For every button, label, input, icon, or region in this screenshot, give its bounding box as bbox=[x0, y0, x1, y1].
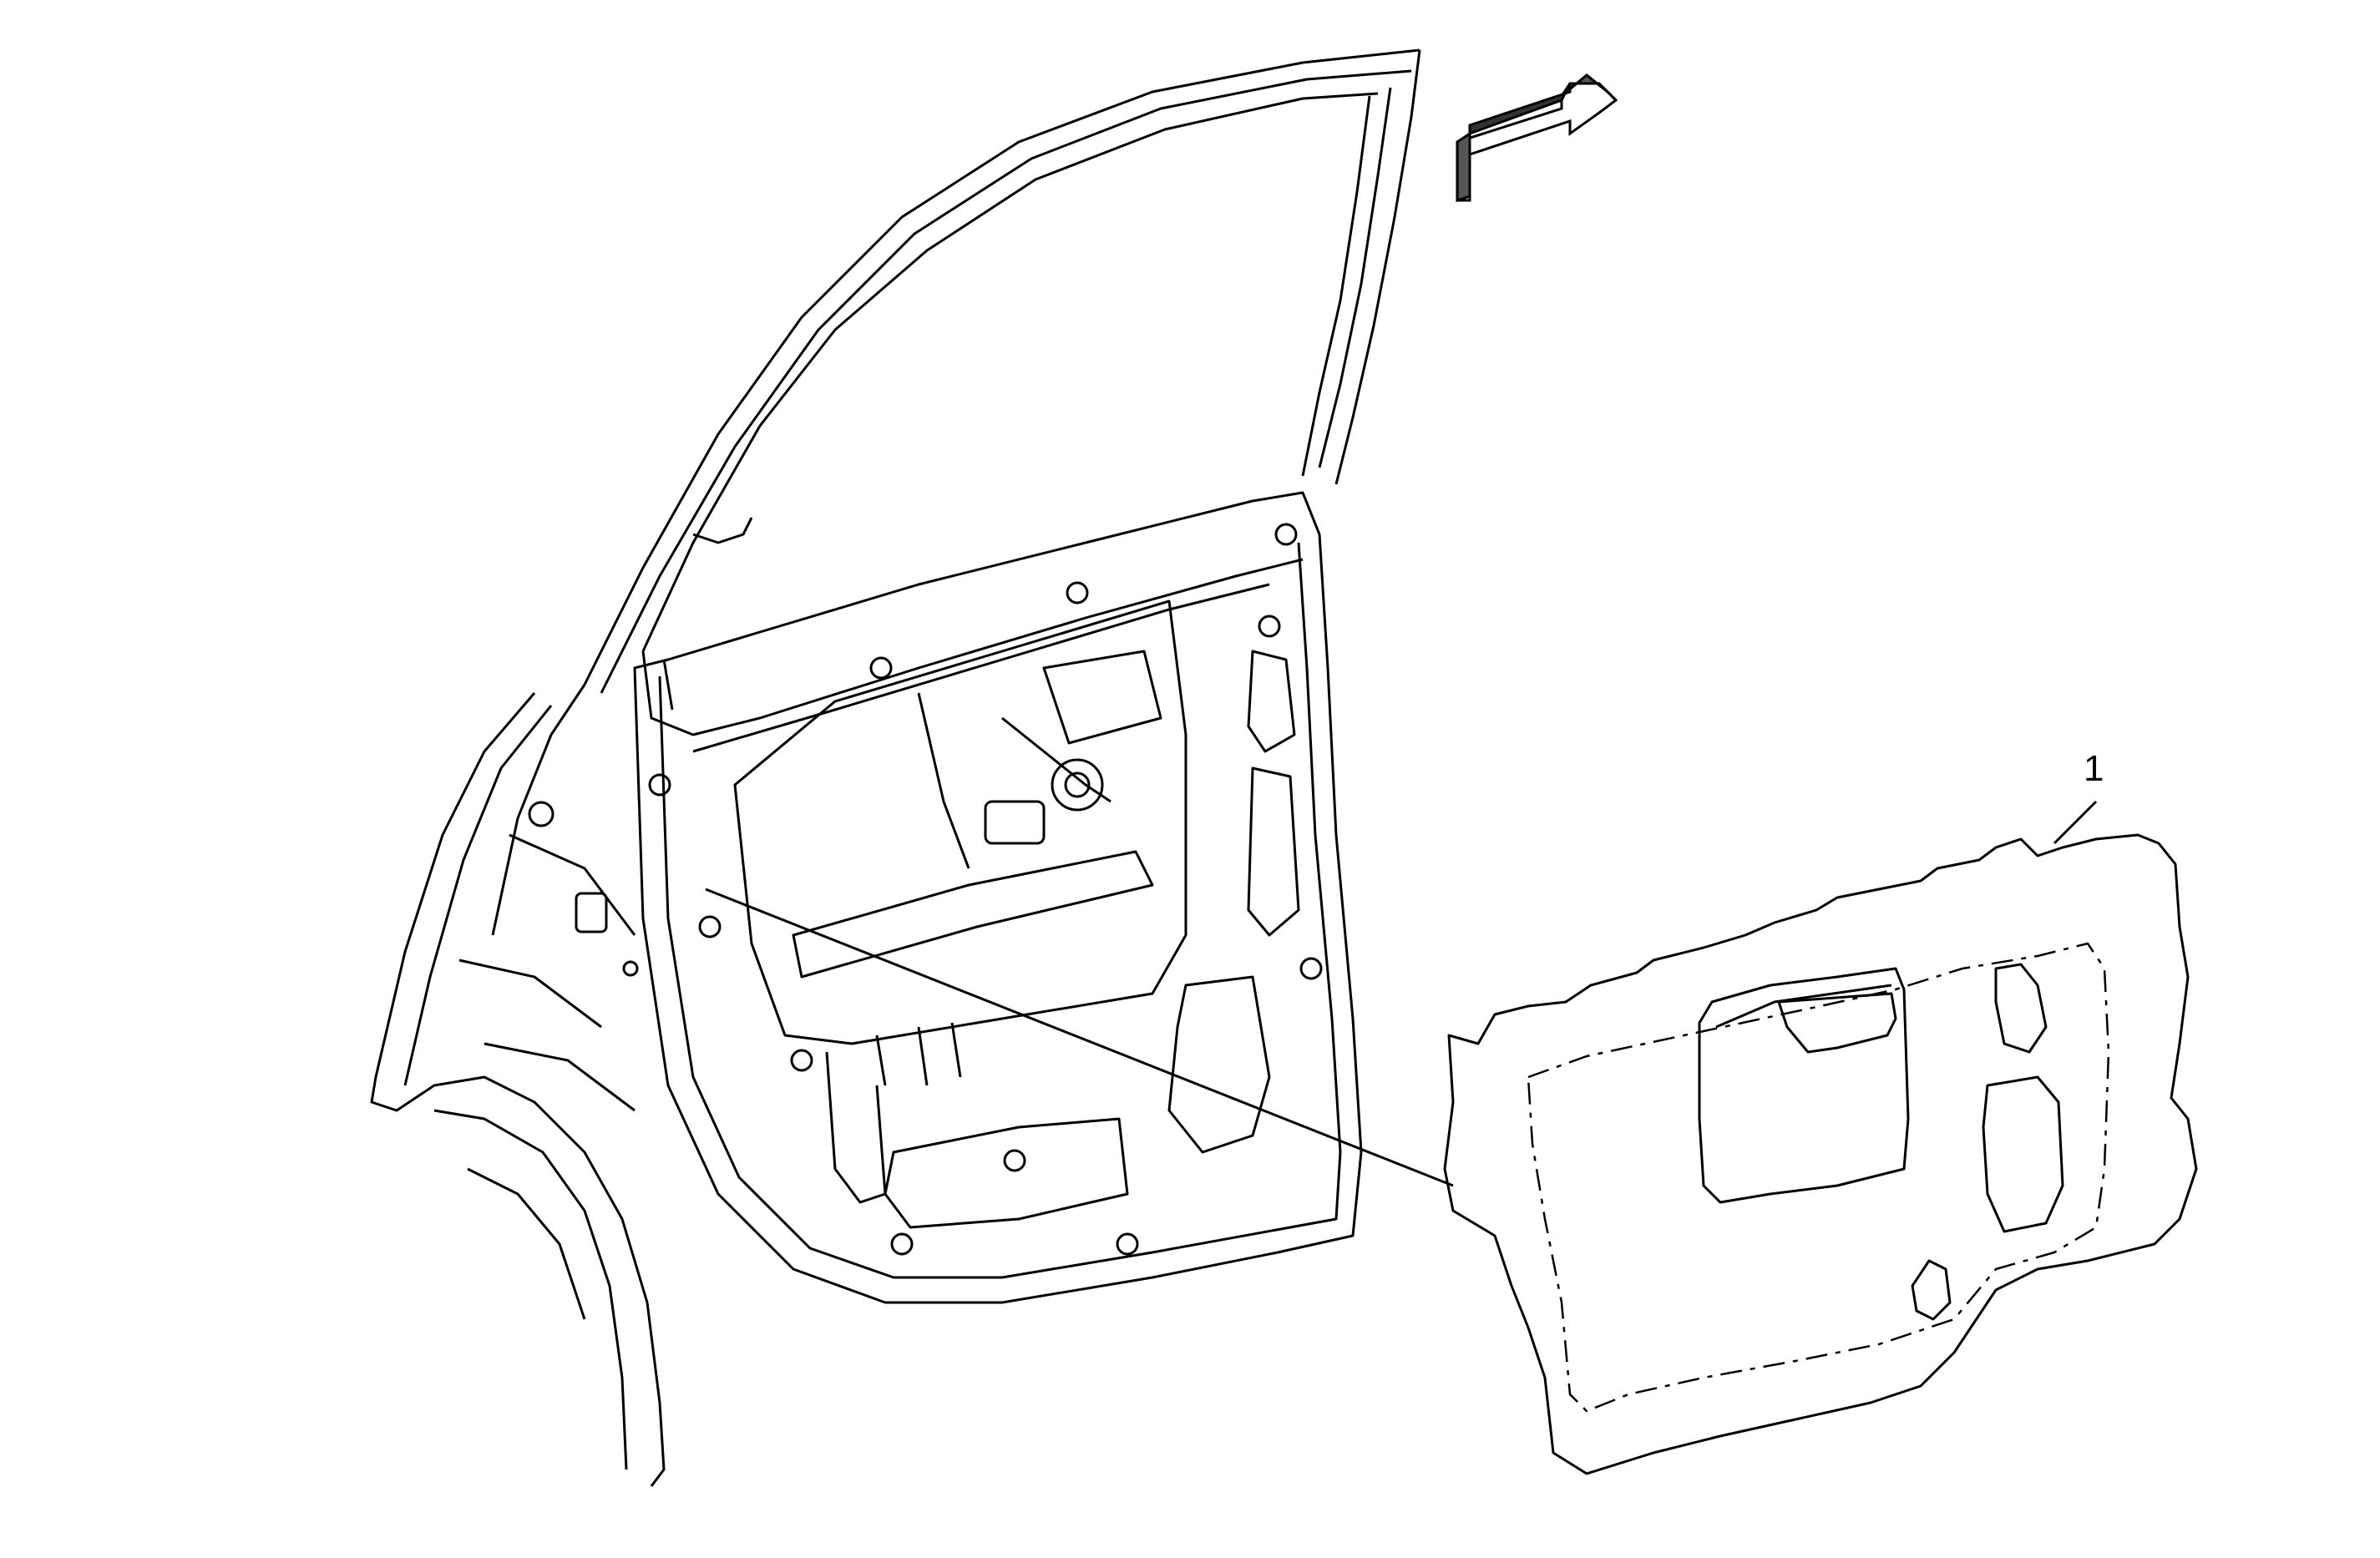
callout-1: 1 bbox=[2053, 748, 2104, 845]
callout-1-label: 1 bbox=[2084, 748, 2104, 789]
door-frame bbox=[583, 48, 1421, 736]
vehicle-body bbox=[370, 684, 666, 1487]
leader-line bbox=[705, 888, 1454, 1187]
water-deflector bbox=[1443, 833, 2198, 1475]
door-inner-panel bbox=[633, 491, 1363, 1304]
forward-arrow-icon bbox=[1456, 73, 1618, 203]
callout-1-leader bbox=[2053, 800, 2098, 845]
